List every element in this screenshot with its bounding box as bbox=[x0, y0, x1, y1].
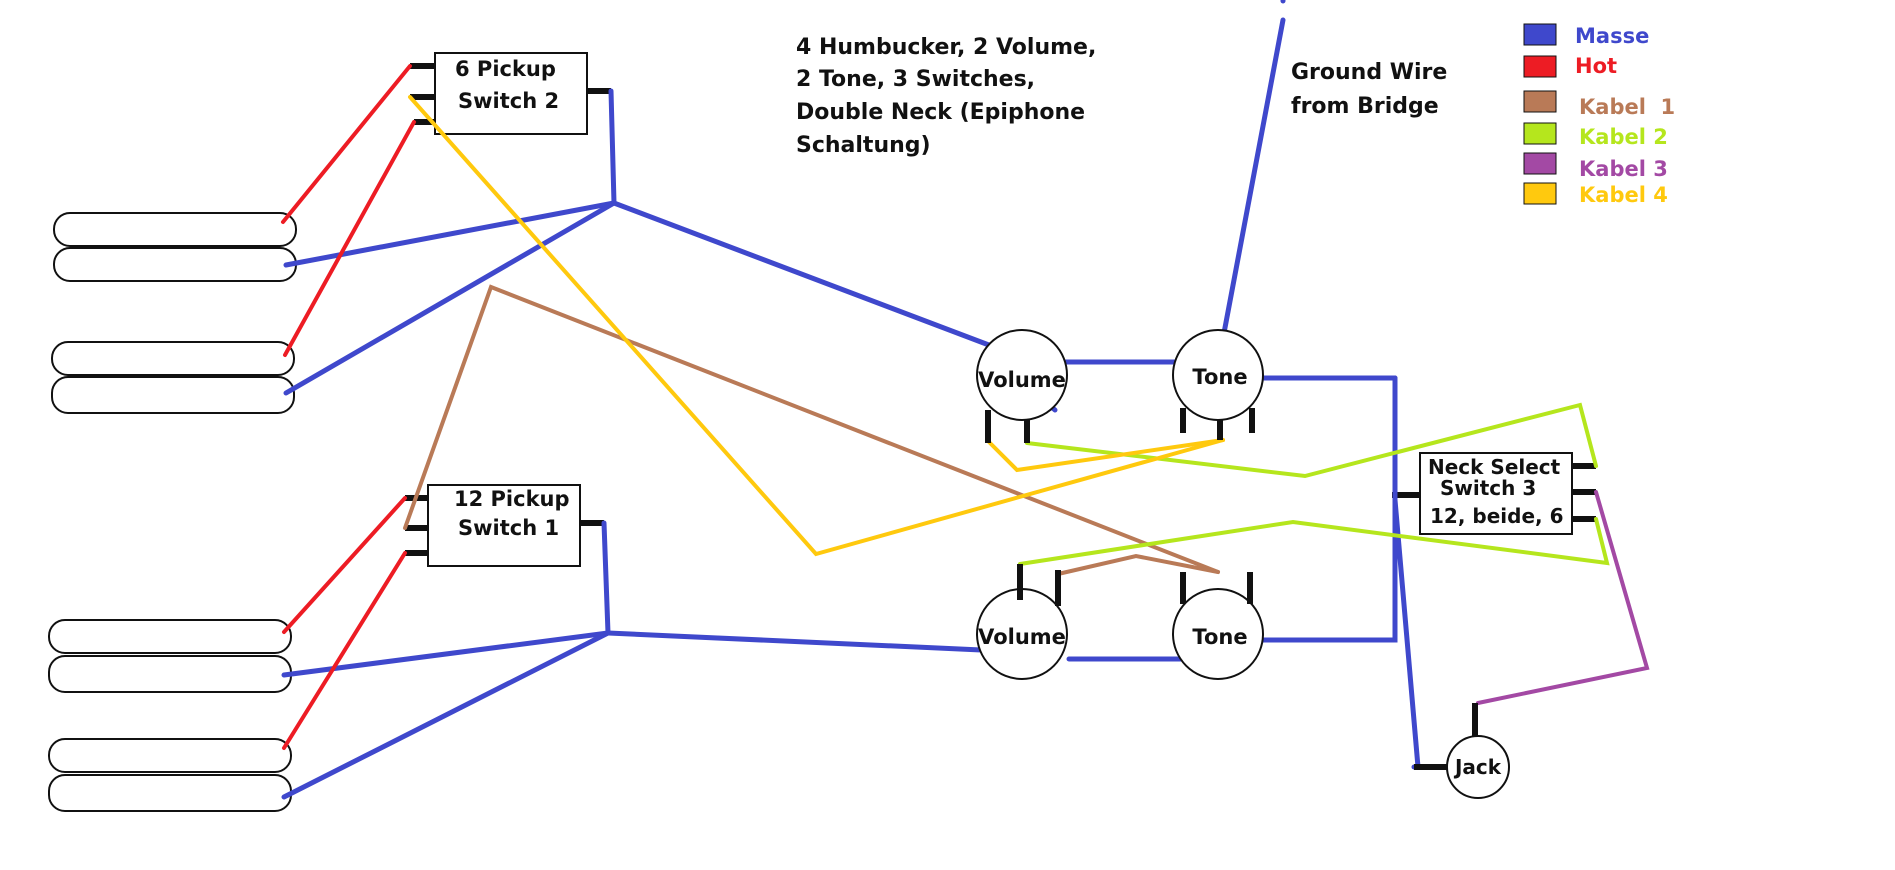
wires-kabel-4 bbox=[408, 95, 1225, 557]
switch-neck-line2: Switch 3 bbox=[1440, 476, 1536, 500]
switch-six-line2: Switch 2 bbox=[458, 89, 559, 113]
jack-label: Jack bbox=[1453, 755, 1502, 779]
pot-tone-top-label: Tone bbox=[1192, 365, 1247, 389]
pot-volume-top: Volume bbox=[976, 329, 1068, 443]
legend-swatch-kabel-2 bbox=[1523, 122, 1557, 145]
pot-tone-top: Tone bbox=[1172, 329, 1264, 440]
pot-tone-bottom-label: Tone bbox=[1192, 625, 1247, 649]
legend-label-kabel-4: Kabel 4 bbox=[1579, 183, 1668, 207]
legend-label-masse: Masse bbox=[1575, 24, 1649, 48]
legend-item-kabel-2: Kabel 2 bbox=[1523, 122, 1668, 149]
legend-swatch-kabel-1 bbox=[1523, 90, 1557, 113]
wires-hot bbox=[281, 64, 416, 750]
legend-label-hot: Hot bbox=[1575, 54, 1617, 78]
legend-label-kabel-1: Kabel 1 bbox=[1579, 95, 1675, 119]
switch-six-line1: 6 Pickup bbox=[455, 57, 556, 81]
legend-item-masse: Masse bbox=[1523, 23, 1649, 48]
title-note-line-1: 4 Humbucker, 2 Volume, bbox=[796, 35, 1096, 60]
pickup-2 bbox=[51, 341, 295, 414]
switch-neck-line3: 12, beide, 6 bbox=[1430, 504, 1564, 528]
title-note: 4 Humbucker, 2 Volume, 2 Tone, 3 Switche… bbox=[796, 35, 1096, 158]
title-note-line-3: Double Neck (Epiphone bbox=[796, 100, 1085, 125]
switch-neck-select: Neck Select Switch 3 12, beide, 6 bbox=[1392, 452, 1596, 535]
pickup-4 bbox=[48, 738, 292, 812]
pot-volume-bottom: Volume bbox=[976, 564, 1068, 680]
legend-item-kabel-1: Kabel 1 bbox=[1523, 90, 1675, 119]
switch-twelve-pickup: 12 Pickup Switch 1 bbox=[405, 484, 604, 567]
legend-item-hot: Hot bbox=[1523, 54, 1617, 78]
ground-note: Ground Wire from Bridge bbox=[1291, 60, 1447, 119]
switch-twelve-line2: Switch 1 bbox=[458, 516, 559, 540]
legend-swatch-kabel-3 bbox=[1523, 152, 1557, 175]
title-note-line-2: 2 Tone, 3 Switches, bbox=[796, 67, 1035, 92]
legend-item-kabel-4: Kabel 4 bbox=[1523, 182, 1668, 207]
pot-volume-top-label: Volume bbox=[978, 368, 1066, 392]
switch-twelve-line1: 12 Pickup bbox=[454, 487, 570, 511]
ground-note-line-2: from Bridge bbox=[1291, 94, 1439, 119]
pickup-3 bbox=[48, 619, 292, 693]
legend-label-kabel-3: Kabel 3 bbox=[1579, 157, 1668, 181]
pot-volume-bottom-label: Volume bbox=[978, 625, 1066, 649]
legend: Masse Hot Kabel 1 Kabel 2 Kabel 3 Kabel … bbox=[1523, 23, 1675, 207]
ground-note-line-1: Ground Wire bbox=[1291, 60, 1447, 85]
legend-label-kabel-2: Kabel 2 bbox=[1579, 125, 1668, 149]
wires-kabel-1 bbox=[403, 284, 1220, 576]
output-jack: Jack bbox=[1414, 703, 1510, 799]
wires-kabel-3 bbox=[1476, 490, 1650, 705]
switch-six-pickup: 6 Pickup Switch 2 bbox=[410, 52, 611, 135]
legend-swatch-hot bbox=[1523, 55, 1557, 78]
legend-item-kabel-3: Kabel 3 bbox=[1523, 152, 1668, 181]
pot-tone-bottom: Tone bbox=[1172, 572, 1264, 680]
wires-kabel-2 bbox=[1018, 402, 1610, 566]
switch-neck-line1: Neck Select bbox=[1428, 455, 1561, 479]
title-note-line-4: Schaltung) bbox=[796, 133, 931, 158]
pickup-1 bbox=[53, 212, 297, 282]
wires-masse bbox=[281, 0, 1452, 800]
legend-swatch-masse bbox=[1523, 23, 1557, 46]
legend-swatch-kabel-4 bbox=[1523, 182, 1557, 205]
